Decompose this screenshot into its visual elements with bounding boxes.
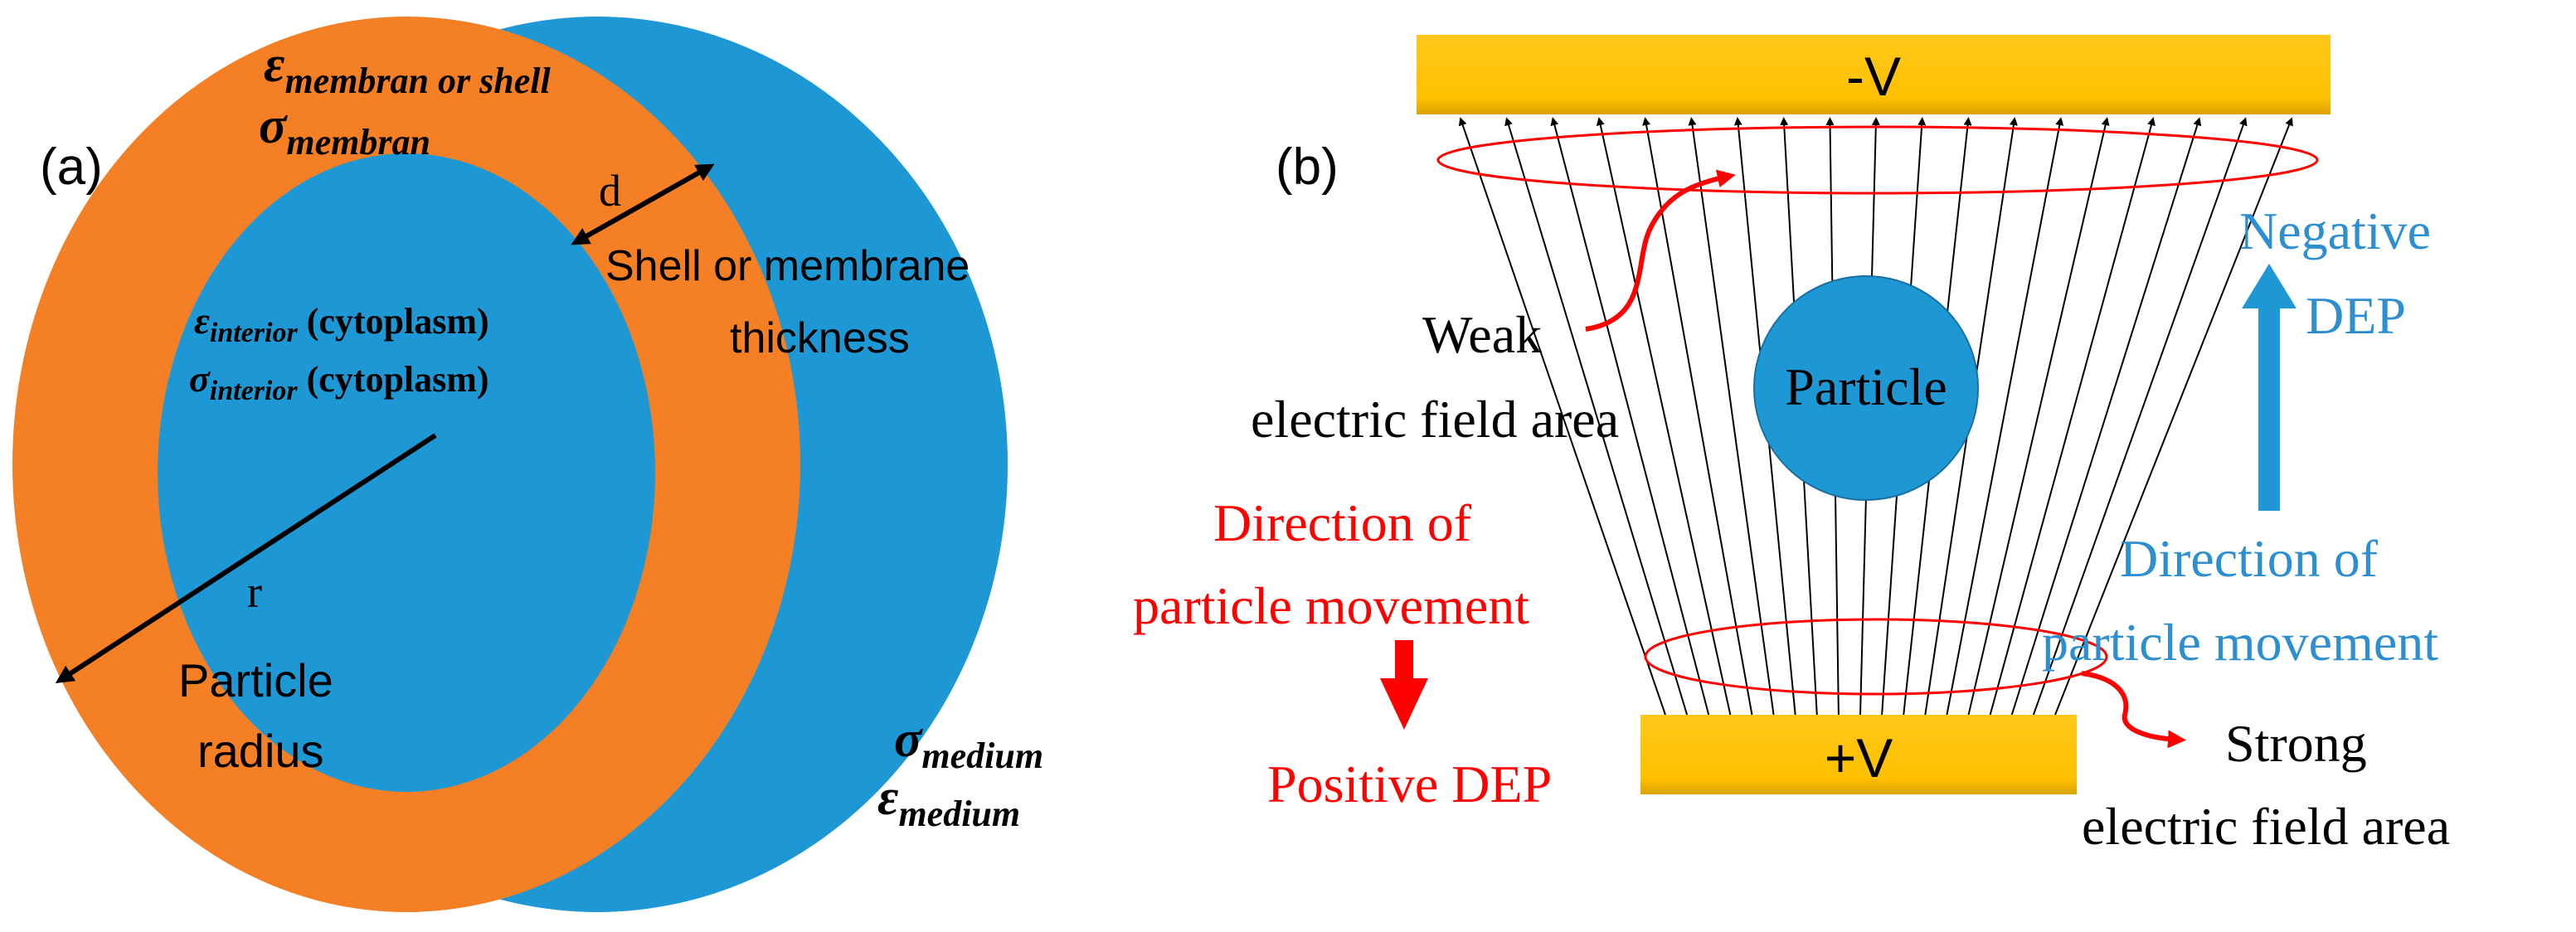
- interior-eps-sub: interior: [210, 318, 299, 348]
- field-line: [2010, 117, 2202, 716]
- field-line: [1967, 117, 2110, 716]
- field-line: [2054, 117, 2293, 716]
- strong-field-label-2: electric field area: [2082, 797, 2450, 856]
- interior-sigma-suffix: (cytoplasm): [298, 359, 489, 400]
- particle-label: Particle: [1785, 357, 1947, 416]
- weak-field-label-1: Weak: [1422, 305, 1542, 364]
- field-line: [1688, 117, 1775, 716]
- weak-field-ellipse: [1436, 125, 2319, 195]
- medium-eps-symbol: ε: [877, 769, 898, 826]
- interior-conductivity: σinterior (cytoplasm): [189, 357, 489, 406]
- membrane-conductivity: σmembran: [259, 98, 430, 163]
- interior-permittivity: εinterior (cytoplasm): [194, 299, 489, 348]
- bottom-electrode-label: +V: [1825, 727, 1893, 789]
- positive-dep-label: Positive DEP: [1267, 755, 1552, 813]
- field-line: [1550, 117, 1710, 716]
- membrane-eps-sub: membran or shell: [284, 61, 551, 101]
- strong-field-pointer-arrow: [2081, 671, 2186, 749]
- weak-field-label-2: electric field area: [1251, 390, 1619, 449]
- medium-eps-sub: medium: [898, 794, 1020, 834]
- direction-negative-label-1: Direction of: [2120, 529, 2379, 588]
- thickness-arrow: [571, 163, 715, 245]
- panel-a: (a) εmembran or shell σmembran d Shell o…: [12, 17, 1043, 912]
- direction-positive-label-1: Direction of: [1213, 493, 1472, 552]
- positive-dep-arrow-head: [1380, 678, 1428, 730]
- shell-thickness-label-1: Shell or membrane: [605, 242, 970, 290]
- negative-dep-label-1: Negative: [2239, 201, 2431, 260]
- panel-a-label: (a): [40, 138, 103, 196]
- radius-r-label: r: [247, 567, 262, 617]
- panel-b-label: (b): [1276, 138, 1339, 196]
- electric-field-lines: [1458, 117, 2293, 716]
- direction-negative-label-2: particle movement: [2042, 613, 2438, 672]
- field-line: [1458, 117, 1666, 716]
- field-line: [1596, 117, 1732, 716]
- top-electrode-label: -V: [1846, 46, 1901, 107]
- weak-field-pointer-arrow: [1585, 169, 1736, 332]
- top-electrode: [1417, 35, 2331, 114]
- field-line: [1642, 117, 1753, 716]
- medium-sigma-symbol: σ: [894, 711, 923, 768]
- membrane-permittivity: εmembran or shell: [264, 36, 551, 101]
- field-line: [1504, 117, 1689, 716]
- particle-circle: [1753, 275, 1979, 501]
- negative-dep-arrow-head: [2242, 264, 2297, 308]
- direction-positive-label-2: particle movement: [1133, 576, 1529, 635]
- interior-sigma-symbol: σ: [189, 357, 211, 400]
- particle-radius-label-2: radius: [197, 725, 324, 777]
- membrane-sigma-sub: membran: [286, 122, 430, 163]
- medium-conductivity: σmedium: [894, 711, 1043, 776]
- medium-permittivity: εmedium: [877, 769, 1020, 834]
- thickness-d-label: d: [599, 166, 621, 216]
- negative-dep-arrow-shaft: [2258, 305, 2280, 511]
- interior-eps-symbol: ε: [194, 299, 210, 342]
- membrane-eps-symbol: ε: [264, 36, 284, 93]
- bottom-electrode: [1640, 715, 2077, 794]
- panel-b: (b) -V +V Particle Weak electric field a…: [1133, 35, 2450, 856]
- particle-radius-label-1: Particle: [178, 654, 333, 706]
- interior-eps-suffix: (cytoplasm): [298, 301, 489, 342]
- field-line: [2032, 117, 2248, 716]
- field-line: [1946, 117, 2064, 716]
- interior-sigma-sub: interior: [210, 376, 299, 406]
- radius-arrow: [55, 433, 437, 684]
- medium-sigma-sub: medium: [921, 735, 1043, 776]
- particle-interior: [158, 153, 655, 792]
- field-line: [1989, 117, 2156, 716]
- membrane-sigma-symbol: σ: [259, 98, 288, 154]
- strong-field-ellipse: [1644, 618, 2108, 696]
- strong-field-label-1: Strong: [2225, 714, 2367, 773]
- positive-dep-arrow-shaft: [1395, 640, 1413, 680]
- shell-thickness-label-2: thickness: [730, 314, 910, 362]
- negative-dep-label-2: DEP: [2306, 286, 2406, 345]
